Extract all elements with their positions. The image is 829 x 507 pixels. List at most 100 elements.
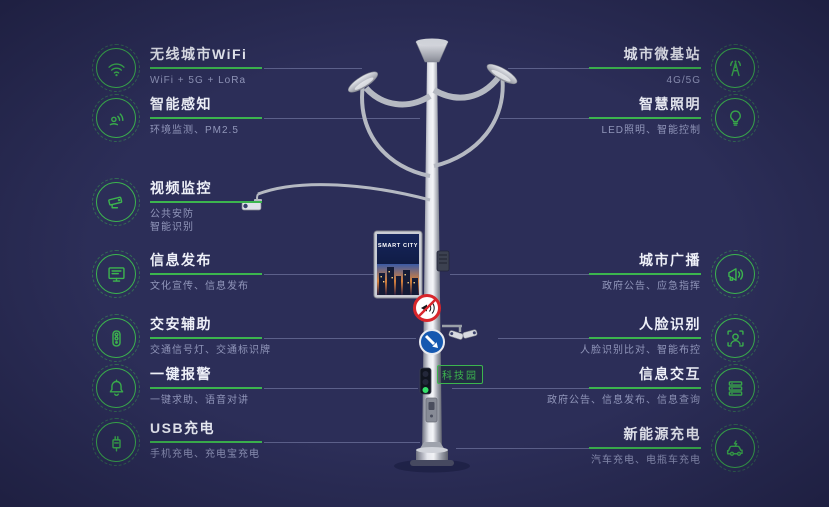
traffic-icon [92, 314, 140, 362]
feature-title: 城市微基站 [623, 46, 701, 62]
feature-subtitle: 手机充电、充电宝充电 [150, 449, 260, 460]
title-underline [150, 441, 262, 443]
face-icon [711, 314, 759, 362]
feature-title: 无线城市WiFi [150, 46, 248, 62]
connector-line [264, 68, 362, 69]
title-underline [150, 387, 262, 389]
feature-text: 视频监控公共安防 智能识别 [150, 180, 262, 234]
alarm-icon [92, 364, 140, 412]
charging-panel [425, 397, 438, 423]
feature-text: 交安辅助交通信号灯、交通标识牌 [150, 316, 271, 357]
connector-line [500, 118, 589, 119]
title-underline [150, 201, 262, 203]
feature-item-alarm: 一键报警一键求助、语音对讲 [92, 364, 262, 412]
title-underline [589, 447, 701, 449]
connector-line [264, 338, 416, 339]
direction-sign [419, 329, 445, 355]
feature-item-station: 城市微基站 4G/5G [589, 44, 759, 92]
top-lamp [415, 38, 449, 63]
title-underline [589, 387, 701, 389]
feature-item-usb: USB充电手机充电、充电宝充电 [92, 418, 262, 466]
title-underline [150, 67, 262, 69]
title-underline [589, 337, 701, 339]
wifi-icon [92, 44, 140, 92]
feature-item-cctv: 视频监控公共安防 智能识别 [92, 178, 262, 234]
feature-item-screen: 信息发布文化宣传、信息发布 [92, 250, 262, 298]
info-screen: SMART CITY [373, 230, 423, 299]
connector-line [452, 388, 589, 389]
sensor-icon [92, 94, 140, 142]
screen-windows [380, 271, 415, 284]
connector-line [264, 442, 420, 443]
no-horn-sign [413, 294, 441, 322]
feature-title: 信息交互 [639, 366, 701, 382]
pole-shaft [422, 60, 442, 454]
feature-subtitle: WiFi + 5G + LoRa [150, 75, 247, 86]
feature-subtitle: 交通信号灯、交通标识牌 [150, 345, 271, 356]
feature-text: 信息发布文化宣传、信息发布 [150, 252, 262, 293]
broadcast-speaker-box [436, 250, 450, 272]
feature-text: 智能感知环境监测、PM2.5 [150, 96, 262, 137]
feature-title: 城市广播 [639, 252, 701, 268]
cctv-camera [241, 199, 262, 211]
feature-text: 信息交互政府公告、信息发布、信息查询 [547, 366, 701, 407]
ev-icon [711, 424, 759, 472]
screen-title: SMART CITY [378, 243, 418, 249]
screen-icon [92, 250, 140, 298]
connector-line [450, 274, 589, 275]
feature-subtitle: 汽车充电、电瓶车充电 [591, 455, 701, 466]
feature-item-speaker: 城市广播政府公告、应急指挥 [589, 250, 759, 298]
traffic-signal [419, 367, 432, 395]
feature-item-face: 人脸识别人脸识别比对、智能布控 [580, 314, 759, 362]
feature-text: 一键报警一键求助、语音对讲 [150, 366, 262, 407]
feature-title: 交安辅助 [150, 316, 212, 332]
lamp-head-right [486, 63, 518, 85]
feature-title: 视频监控 [150, 180, 212, 196]
feature-subtitle: 人脸识别比对、智能布控 [580, 345, 701, 356]
feature-title: 人脸识别 [639, 316, 701, 332]
bulb-icon [711, 94, 759, 142]
feature-text: USB充电手机充电、充电宝充电 [150, 420, 262, 461]
feature-item-ev: 新能源充电汽车充电、电瓶车充电 [589, 424, 759, 472]
feature-item-bulb: 智慧照明 LED照明、智能控制 [589, 94, 759, 142]
connector-line [264, 118, 420, 119]
feature-subtitle: 政府公告、应急指挥 [602, 281, 701, 292]
feature-text: 新能源充电汽车充电、电瓶车充电 [589, 426, 701, 467]
screen-skyline [379, 267, 418, 295]
lamp-arms [360, 73, 505, 178]
connector-line [508, 68, 589, 69]
tech-park-tag: 科技园 [437, 365, 483, 384]
feature-text: 智慧照明 LED照明、智能控制 [589, 96, 701, 137]
feature-title: 一键报警 [150, 366, 212, 382]
connector-line [264, 388, 418, 389]
feature-title: 信息发布 [150, 252, 212, 268]
cctv-arm [256, 183, 431, 203]
feature-subtitle: 4G/5G [666, 75, 701, 86]
title-underline [150, 273, 262, 275]
speaker-icon [711, 250, 759, 298]
feature-text: 人脸识别人脸识别比对、智能布控 [580, 316, 701, 357]
feature-text: 城市微基站 4G/5G [589, 46, 701, 87]
feature-title: 智能感知 [150, 96, 212, 112]
feature-subtitle: LED照明、智能控制 [601, 125, 701, 136]
feature-subtitle: 政府公告、信息发布、信息查询 [547, 395, 701, 406]
title-underline [589, 117, 701, 119]
feature-item-sensor: 智能感知环境监测、PM2.5 [92, 94, 262, 142]
feature-item-traffic: 交安辅助交通信号灯、交通标识牌 [92, 314, 271, 362]
feature-title: 新能源充电 [623, 426, 701, 442]
title-underline [589, 67, 701, 69]
feature-title: 智慧照明 [639, 96, 701, 112]
smart-pole-illustration: SMART CITY [241, 38, 518, 473]
feature-title: USB充电 [150, 420, 216, 436]
feature-item-interact: 信息交互政府公告、信息发布、信息查询 [547, 364, 759, 412]
lamp-head-left [347, 71, 379, 93]
title-underline [150, 117, 262, 119]
usb-icon [92, 418, 140, 466]
cctv-icon [92, 178, 140, 226]
interact-icon [711, 364, 759, 412]
feature-text: 城市广播政府公告、应急指挥 [589, 252, 701, 293]
title-underline [589, 273, 701, 275]
